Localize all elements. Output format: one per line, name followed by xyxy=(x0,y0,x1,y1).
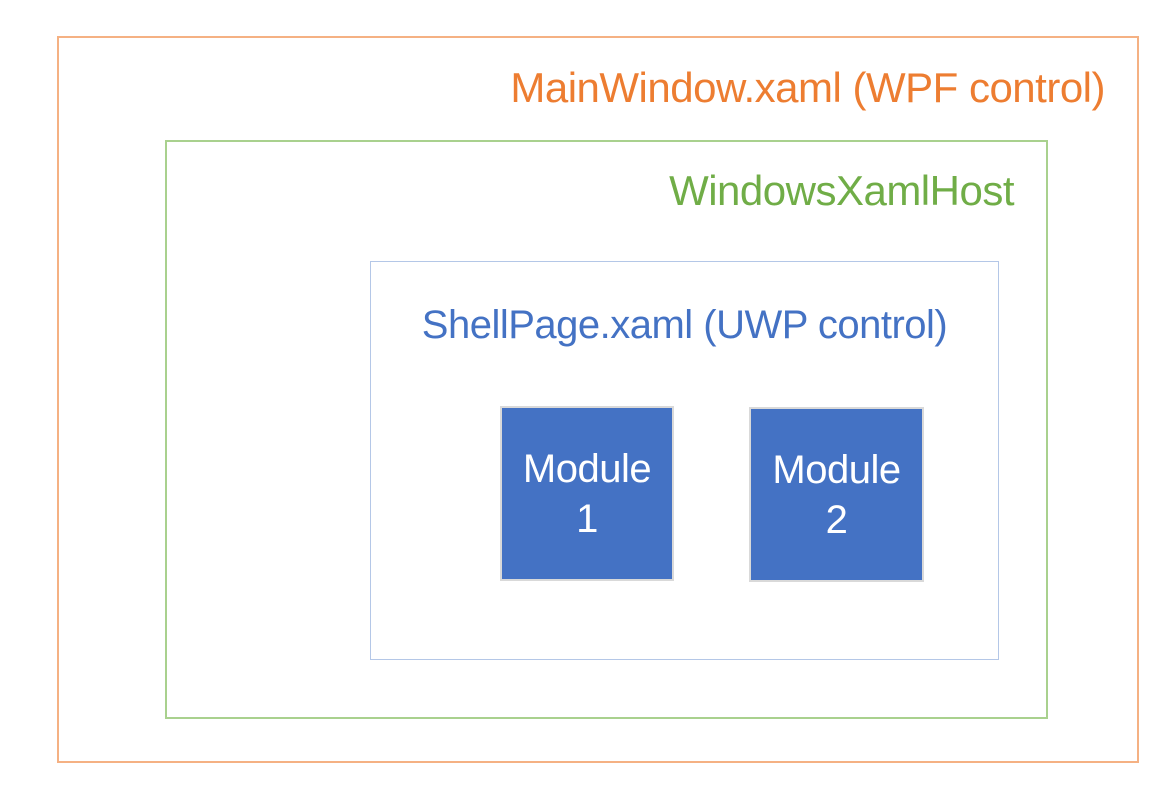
windowsxamlhost-label: WindowsXamlHost xyxy=(669,167,1014,214)
windowsxamlhost-box: WindowsXamlHost ShellPage.xaml (UWP cont… xyxy=(165,140,1048,719)
shellpage-uwp-label: ShellPage.xaml (UWP control) xyxy=(421,303,948,347)
module-2-box: Module 2 xyxy=(749,407,924,582)
module-1-name: Module xyxy=(522,446,652,491)
module-2-number: 2 xyxy=(825,497,848,542)
module-1-box: Module 1 xyxy=(500,406,674,581)
module-1-number: 1 xyxy=(576,496,598,541)
module-2-name: Module xyxy=(772,447,901,492)
shellpage-uwp-box: ShellPage.xaml (UWP control) Module 1 Mo… xyxy=(370,261,999,660)
mainwindow-wpf-box: MainWindow.xaml (WPF control) WindowsXam… xyxy=(57,36,1139,763)
mainwindow-wpf-label: MainWindow.xaml (WPF control) xyxy=(510,64,1105,111)
